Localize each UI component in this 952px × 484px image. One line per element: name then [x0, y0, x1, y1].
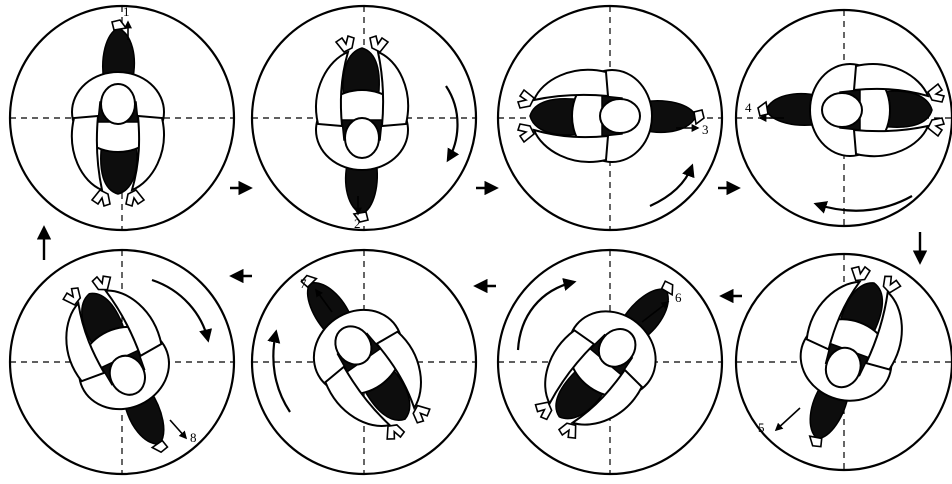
step-number-5: 5	[758, 420, 765, 435]
step-panel-2: 2	[252, 6, 476, 231]
step-panel-3: 3	[498, 6, 722, 230]
step-number-7: 7	[300, 276, 307, 291]
step-panel-4: 4	[736, 10, 952, 226]
step-panel-1: 1	[10, 4, 234, 230]
step-number-3: 3	[702, 122, 709, 137]
step-panel-7: 7	[252, 250, 476, 474]
step-panel-6: 6	[498, 250, 722, 474]
step-number-8: 8	[190, 430, 197, 445]
step-number-4: 4	[745, 100, 752, 115]
step-number-6: 6	[675, 290, 682, 305]
step-number-1: 1	[123, 4, 130, 19]
step-number-2: 2	[354, 216, 361, 231]
step-panel-8: 8	[10, 250, 234, 474]
step-panel-5: 5	[736, 254, 952, 470]
